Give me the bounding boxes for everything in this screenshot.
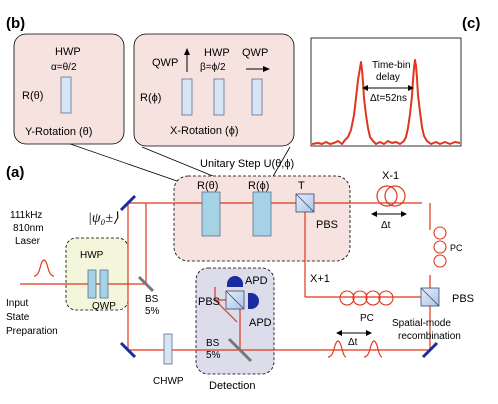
mirror-bottom-left — [119, 341, 137, 359]
prep-qwp-plate — [99, 269, 109, 299]
arrow-right-icon — [263, 66, 270, 72]
double-arrow-icon — [336, 330, 342, 336]
x-rotation-beta-label: β=ϕ/2 — [200, 62, 226, 73]
apd-top-label: APD — [245, 275, 268, 287]
prep-hwp-plate — [87, 269, 97, 299]
bs-left-label: 5% — [145, 306, 160, 317]
arrow-up-icon — [184, 48, 190, 55]
double-arrow-icon — [366, 330, 372, 336]
panel-label-c: (c) — [462, 15, 480, 32]
y-rotation-r-theta-label: R(θ) — [22, 90, 43, 102]
fiber-loop — [378, 290, 394, 306]
pbs-cube-diagonal — [420, 287, 440, 307]
laser-label: Laser — [15, 236, 41, 247]
x-minus-label: X-1 — [382, 170, 399, 182]
double-arrow-icon — [371, 211, 377, 217]
input-prep-label: Preparation — [6, 326, 58, 337]
state-prep-box — [65, 237, 129, 311]
recombination-label: recombination — [398, 331, 461, 342]
beam-splitter-bottom — [227, 337, 253, 363]
apd-top — [227, 276, 243, 287]
y-rotation-alpha-label: α=θ/2 — [51, 62, 77, 73]
delta-t-top-label: Δt — [381, 220, 391, 231]
fiber-loop — [384, 185, 406, 207]
chwp-plate — [163, 333, 173, 365]
recombination-label: Spatial-mode — [392, 318, 451, 329]
fiber-loop — [352, 290, 368, 306]
unitary-qwp-plate — [252, 191, 272, 237]
time-bin-label: delay — [376, 72, 400, 83]
prep-qwp-label: QWP — [92, 301, 116, 312]
x-rotation-caption: X-Rotation (ϕ) — [170, 125, 239, 137]
detection-label: Detection — [209, 380, 255, 392]
mirror-top-left — [119, 194, 137, 212]
apd-right-label: APD — [249, 317, 272, 329]
pulse-icon — [33, 259, 55, 277]
polarization-controller-loop — [433, 240, 447, 254]
delta-t-bottom-label: Δt — [348, 337, 358, 348]
laser-label: 810nm — [13, 223, 44, 234]
time-bin-label: Time-bin — [372, 60, 411, 71]
beam-splitter-left — [137, 275, 155, 293]
polarization-controller-loop — [433, 254, 447, 268]
x-rotation-qwp-right-label: QWP — [242, 47, 268, 59]
input-prep-label: Input — [6, 298, 28, 309]
apd-right — [248, 293, 259, 309]
pc-bottom-label: PC — [360, 313, 374, 324]
x-rotation-hwp-plate — [213, 78, 225, 116]
pbs-cube-diagonal — [295, 193, 315, 213]
y-rotation-hwp-plate — [60, 76, 72, 114]
x-rotation-hwp-label: HWP — [204, 47, 230, 59]
unitary-r-theta-label: R(θ) — [197, 180, 218, 192]
double-arrow-icon — [408, 85, 414, 91]
bs-bottom-label: BS — [206, 338, 220, 349]
y-rotation-hwp-label: HWP — [55, 46, 81, 58]
polarization-controller-loop — [433, 226, 447, 240]
input-prep-label: State — [6, 312, 30, 323]
fiber-loop — [376, 185, 398, 207]
chwp-label: CHWP — [153, 376, 184, 387]
pulse-icon — [327, 340, 347, 358]
unitary-t-label: T — [298, 180, 305, 192]
x-rotation-qwp-plate-right — [251, 78, 263, 116]
unitary-r-phi-label: R(ϕ) — [248, 180, 269, 192]
pulse-icon — [363, 340, 383, 358]
pc-right-label: PC — [450, 243, 463, 253]
double-arrow-icon — [362, 85, 368, 91]
y-rotation-caption: Y-Rotation (θ) — [25, 126, 92, 138]
time-bin-trace — [311, 59, 461, 145]
bs-bottom-label: 5% — [206, 350, 221, 361]
time-bin-plot-frame — [310, 37, 462, 147]
fiber-loop — [365, 290, 381, 306]
double-arrow-icon — [401, 211, 407, 217]
x-rotation-qwp-plate-left — [181, 78, 193, 116]
unitary-hwp-plate — [201, 191, 221, 237]
pbs-top-label: PBS — [316, 219, 338, 231]
fiber-loop — [339, 290, 355, 306]
pbs-detection-label: PBS — [198, 296, 220, 308]
panel-label-a: (a) — [6, 164, 24, 181]
x-plus-label: X+1 — [310, 273, 330, 285]
prep-hwp-label: HWP — [80, 250, 104, 261]
mirror-bottom-right — [421, 341, 439, 359]
laser-label: 111kHz — [10, 210, 42, 221]
laser-beam — [20, 202, 431, 351]
pbs-right-label: PBS — [452, 293, 474, 305]
psi-state-label: |ψ₀±⟩ — [88, 211, 119, 226]
pbs-cube-diagonal — [225, 290, 245, 310]
time-bin-delta: Δt=52ns — [370, 93, 407, 104]
bs-left-label: BS — [145, 294, 159, 305]
x-rotation-qwp-left-label: QWP — [152, 57, 178, 69]
panel-label-b: (b) — [6, 15, 25, 32]
unitary-step-title: Unitary Step U(θ,ϕ) — [200, 158, 294, 170]
x-rotation-r-phi-label: R(ϕ) — [140, 92, 161, 104]
